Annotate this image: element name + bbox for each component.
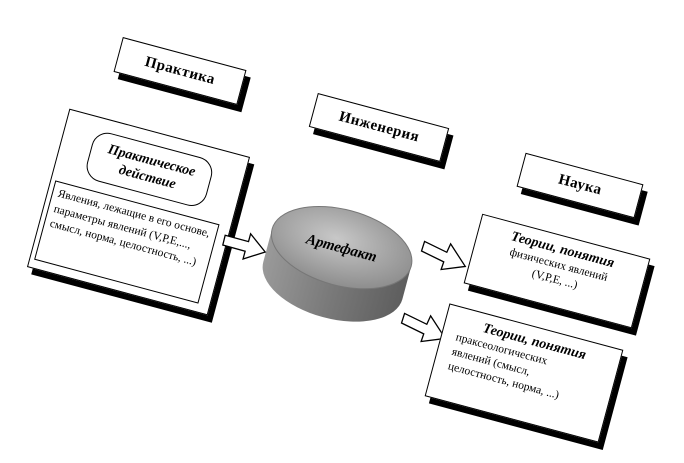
- arrow-practice-to-artifact: [222, 232, 267, 260]
- practical-action-text: Практическое действие: [106, 141, 198, 193]
- theory-physical-card: Теории, понятия физических явлений (V,P,…: [463, 213, 651, 329]
- artifact-shape: Артефакт: [262, 205, 413, 322]
- label-science-text: Наука: [556, 171, 604, 199]
- label-practice-text: Практика: [143, 53, 218, 88]
- practice-card: Практическое действие Явления, лежащие в…: [26, 108, 251, 316]
- theory-praxeological-card: Теории, понятия праксеологических явлени…: [424, 303, 624, 443]
- label-science: Наука: [516, 152, 644, 219]
- arrow-artifact-to-praxeological: [400, 312, 447, 343]
- label-engineering: Инженерия: [308, 92, 450, 163]
- label-practice: Практика: [113, 37, 247, 105]
- arrow-artifact-to-physical: [420, 240, 467, 271]
- label-engineering-text: Инженерия: [337, 108, 422, 146]
